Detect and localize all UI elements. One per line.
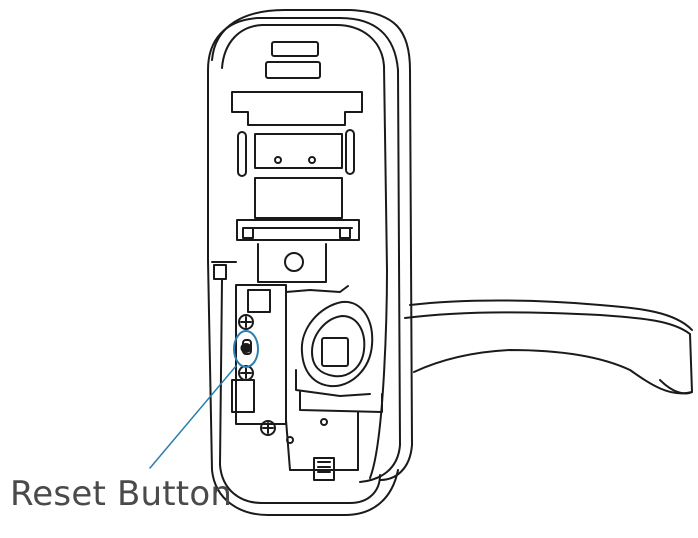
reset-button-callout (149, 330, 259, 469)
reset-button-highlight (233, 330, 259, 368)
reset-button[interactable] (240, 343, 252, 353)
callout-leader-line (149, 365, 237, 469)
reset-button-label: Reset Button (10, 474, 233, 514)
lever-handle (404, 299, 693, 395)
top-plate (231, 41, 363, 241)
housing (207, 9, 413, 516)
